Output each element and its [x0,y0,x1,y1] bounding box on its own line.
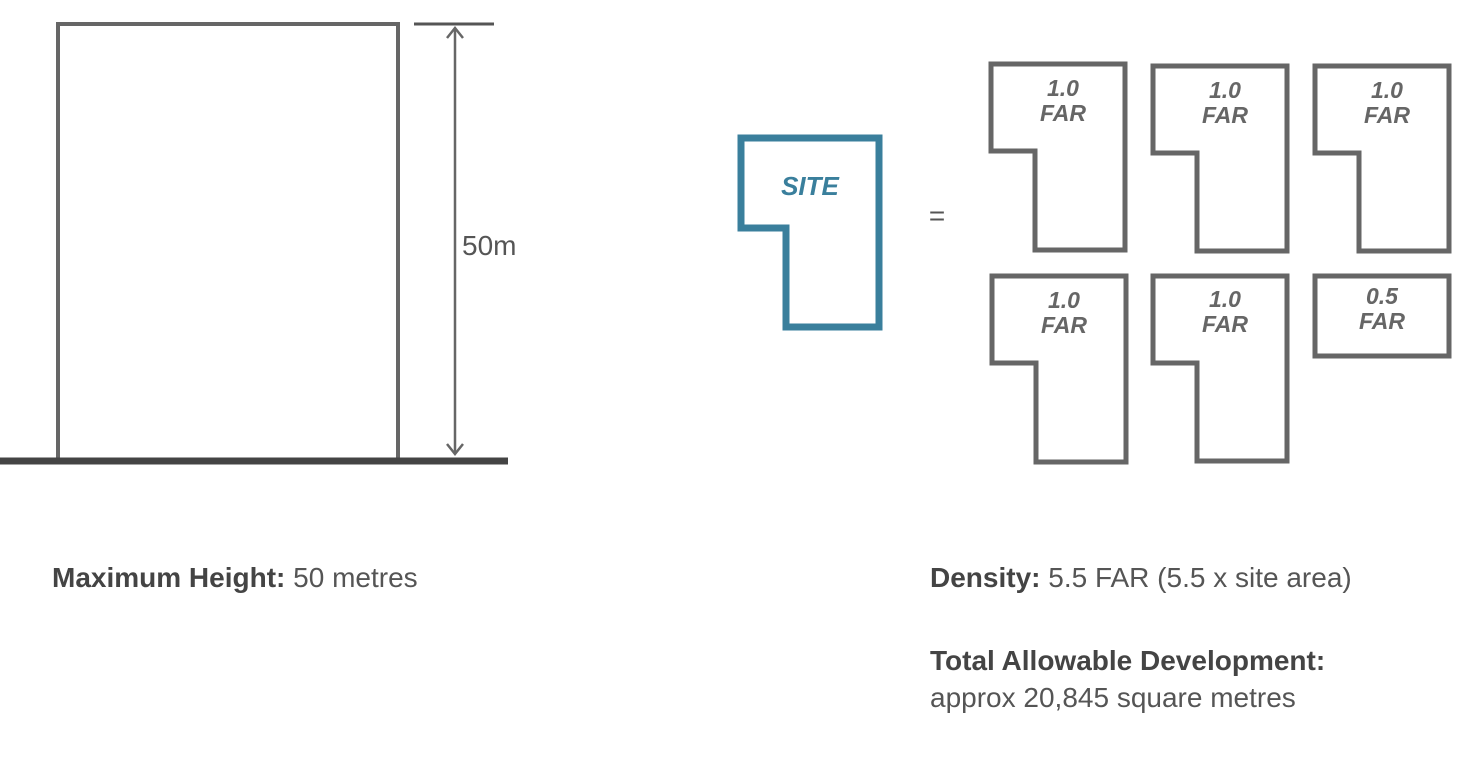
height-dimension-label: 50m [462,230,516,261]
far-value: 0.5 [1366,283,1399,309]
far-value: 1.0 [1209,286,1241,312]
max-height-caption: Maximum Height: 50 metres [52,562,418,594]
density-label: Density: [930,562,1041,593]
density-caption: Density: 5.5 FAR (5.5 x site area) [930,562,1352,594]
total-development-value: approx 20,845 square metres [930,682,1296,713]
far-block-outline [988,61,1128,253]
total-development-caption: Total Allowable Development: [930,645,1325,677]
far-blocks: 1.0 FAR 1.0 FAR 1.0 FAR 1.0 FAR 1.0 FAR … [988,61,1452,465]
far-value: 1.0 [1371,77,1403,103]
building-outline [56,22,400,464]
max-height-label: Maximum Height: [52,562,286,593]
far-block: 0.5 FAR [1312,273,1452,359]
far-unit: FAR [1040,100,1086,126]
far-block-outline [1312,63,1452,254]
equals-sign: = [929,200,945,231]
far-value: 1.0 [1209,77,1241,103]
far-block-outline [1150,63,1290,254]
far-block-outline [1312,273,1452,359]
far-block-outline [1150,273,1290,464]
far-unit: FAR [1202,311,1248,337]
far-unit: FAR [1041,312,1087,338]
far-block: 1.0 FAR [1150,273,1290,464]
far-unit: FAR [1364,102,1410,128]
far-block: 1.0 FAR [988,61,1128,253]
arrow-down-icon [446,443,464,457]
density-value: 5.5 FAR (5.5 x site area) [1040,562,1352,593]
far-value: 1.0 [1047,75,1079,101]
far-block: 1.0 FAR [989,273,1129,465]
far-unit: FAR [1202,102,1248,128]
far-block-outline [989,273,1129,465]
site-shape: SITE [737,134,883,331]
arrow-up-icon [446,25,464,39]
total-development-label: Total Allowable Development: [930,645,1326,676]
far-unit: FAR [1359,308,1405,334]
site-outline [737,134,883,331]
far-block: 1.0 FAR [1312,63,1452,254]
far-value: 1.0 [1048,287,1080,313]
max-height-value: 50 metres [285,562,418,593]
far-block: 1.0 FAR [1150,63,1290,254]
site-label: SITE [781,171,839,201]
height-diagram: 50m [0,22,516,465]
